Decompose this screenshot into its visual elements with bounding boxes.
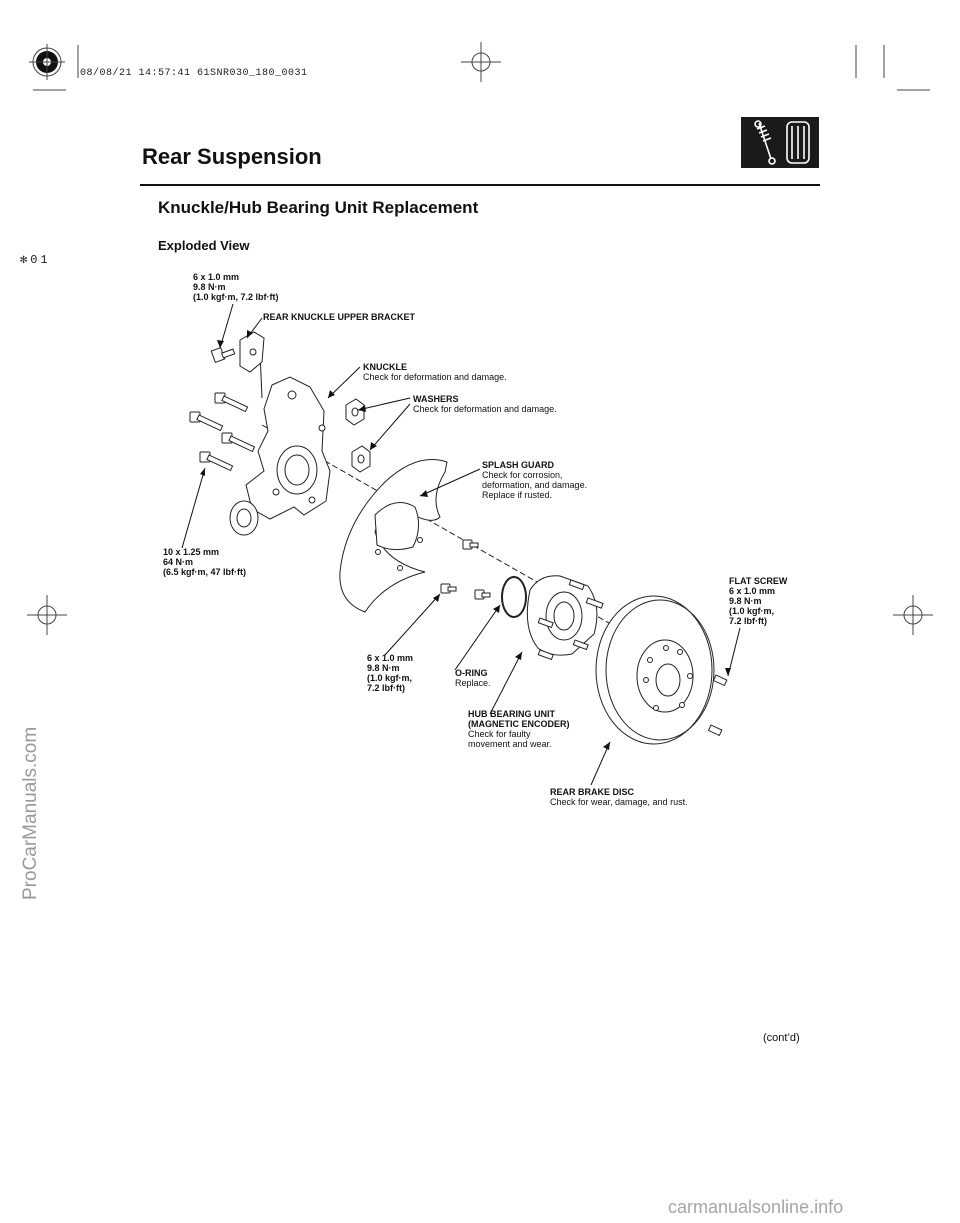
label-knuckle-bolts: 10 x 1.25 mm 64 N·m (6.5 kgf·m, 47 lbf·f… [163, 547, 247, 577]
watermark-left: ProCarManuals.com [20, 726, 41, 900]
knuckle [229, 376, 331, 536]
print-stamp: 08/08/21 14:57:41 61SNR030_180_0031 [80, 68, 308, 79]
hub-bearing [526, 575, 604, 661]
section-title: Rear Suspension [142, 144, 322, 169]
label-knuckle: KNUCKLE Check for deformation and damage… [363, 362, 507, 382]
o-ring [501, 576, 527, 618]
label-flat-screw: FLAT SCREW 6 x 1.0 mm 9.8 N·m (1.0 kgf·m… [729, 576, 788, 626]
label-washers: WASHERS Check for deformation and damage… [413, 394, 557, 414]
label-bracket-bolt: 6 x 1.0 mm 9.8 N·m (1.0 kgf·m, 7.2 lbf·f… [193, 272, 279, 302]
flat-screws [707, 674, 728, 737]
procedure-title: Knuckle/Hub Bearing Unit Replacement [158, 198, 479, 217]
label-upper-bracket: REAR KNUCKLE UPPER BRACKET [263, 312, 416, 322]
continued-note: (cont’d) [763, 1032, 800, 1044]
label-hub-bearing: HUB BEARING UNIT (MAGNETIC ENCODER) Chec… [468, 709, 570, 749]
label-brake-disc: REAR BRAKE DISC Check for wear, damage, … [550, 787, 688, 807]
label-o-ring: O-RING Replace. [455, 668, 491, 688]
procedure-subtitle: Exploded View [158, 238, 250, 253]
splash-guard [339, 459, 448, 613]
washers [345, 398, 371, 473]
label-splash-guard: SPLASH GUARD Check for corrosion, deform… [482, 460, 588, 500]
watermark-bottom: carmanualsonline.info [668, 1197, 844, 1217]
title-rule [140, 184, 820, 186]
bracket-bolt [210, 347, 236, 363]
suspension-shock-tire-icon [741, 117, 819, 168]
side-mark: ✻01 [20, 253, 51, 267]
label-guard-bolt: 6 x 1.0 mm 9.8 N·m (1.0 kgf·m, 7.2 lbf·f… [367, 653, 414, 693]
guard-bolts [440, 539, 491, 600]
brake-disc [595, 595, 715, 745]
knuckle-bolts [189, 392, 256, 472]
